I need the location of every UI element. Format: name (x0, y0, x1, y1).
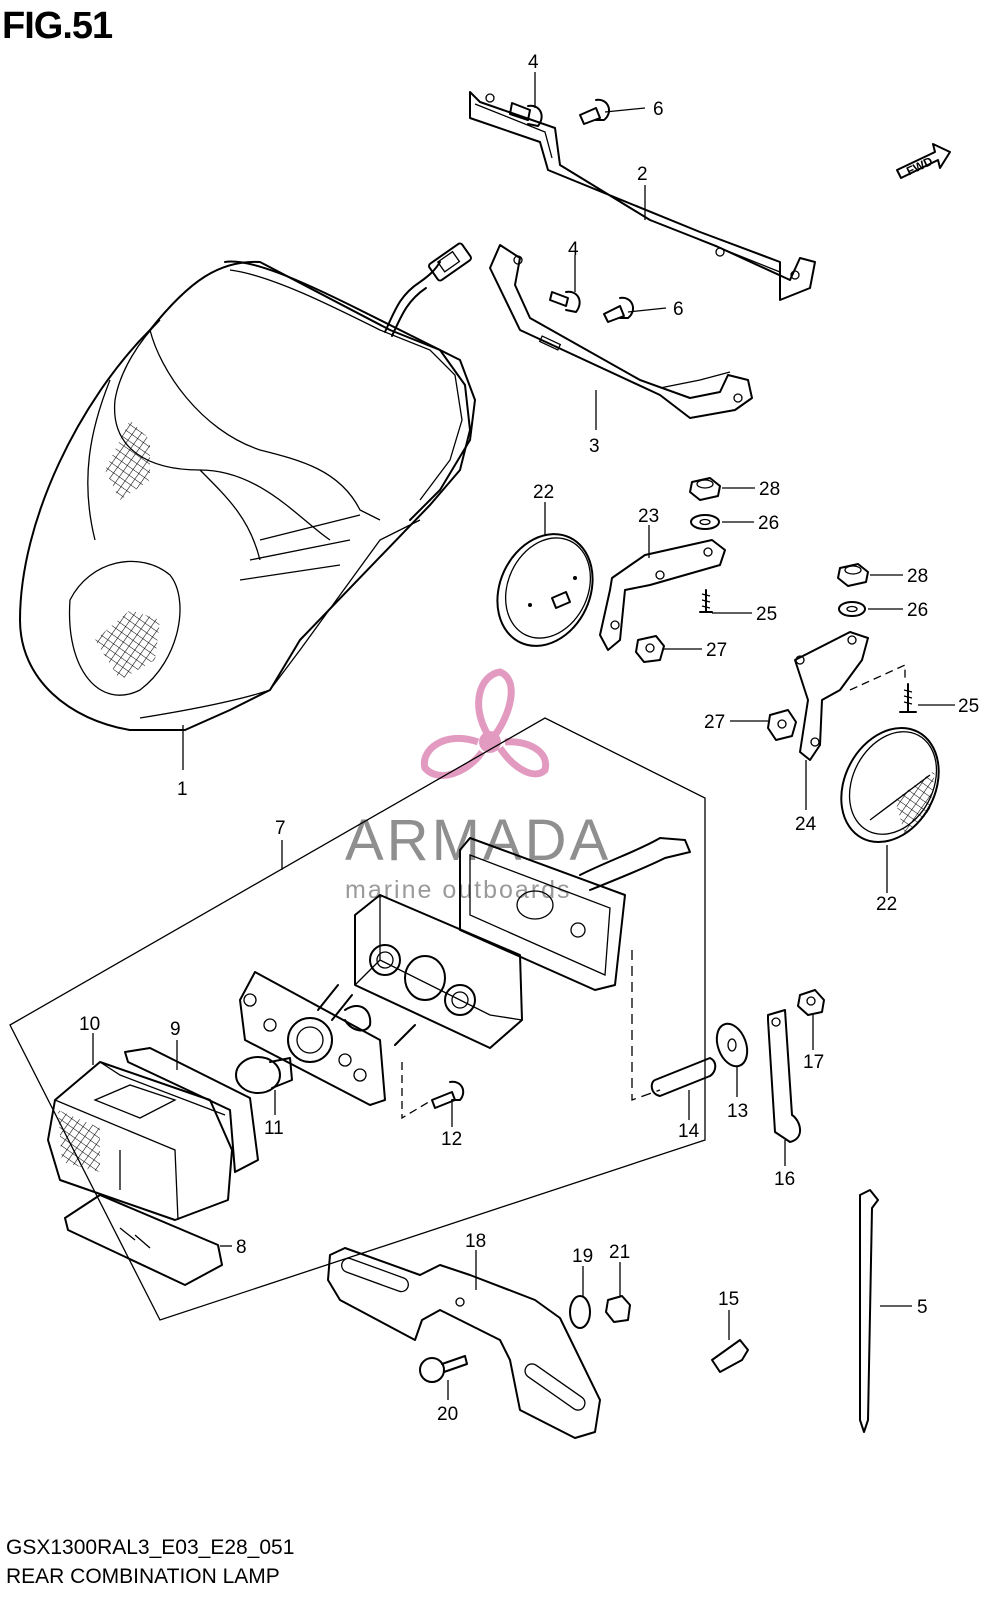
propeller-logo-icon (420, 668, 550, 779)
part-28-nut-right (837, 563, 869, 587)
callout-15: 15 (718, 1289, 739, 1310)
callout-10: 10 (79, 1014, 100, 1035)
callout-21: 21 (609, 1242, 630, 1263)
part-17-nut (797, 989, 825, 1016)
callout-numbers: 1 2 3 4 4 5 6 6 7 8 9 10 11 12 13 14 15 … (79, 52, 979, 1425)
callout-2: 2 (637, 164, 648, 185)
fwd-badge: FWD (896, 143, 951, 179)
part-2-bracket (469, 91, 816, 301)
part-3-bracket (489, 244, 753, 419)
callout-4-upper: 4 (528, 52, 539, 73)
part-26-washer-upper (690, 514, 720, 530)
callout-27-right: 27 (704, 712, 725, 733)
callout-6-upper: 6 (653, 99, 664, 120)
callout-9: 9 (170, 1019, 181, 1040)
part-27-nut-right (767, 709, 797, 741)
callout-8: 8 (236, 1237, 247, 1258)
callout-4-lower: 4 (568, 239, 579, 260)
callout-1: 1 (177, 779, 188, 800)
part-22-reflector-left (496, 533, 594, 647)
part-1-lamp-housing (19, 242, 476, 731)
leader-lines (92, 72, 955, 1400)
part-24-reflector-bracket (794, 631, 906, 761)
callout-16: 16 (774, 1169, 795, 1190)
callout-6-lower: 6 (673, 299, 684, 320)
callout-22-left: 22 (533, 482, 554, 503)
callout-27-upper: 27 (706, 640, 727, 661)
part-23-reflector-bracket (599, 539, 726, 651)
callout-28-upper: 28 (759, 479, 780, 500)
figure-title: FIG.51 (2, 5, 113, 47)
part-6-screw-upper (579, 98, 611, 125)
part-20-screw (419, 1355, 468, 1383)
watermark-tagline: marine outboards (345, 876, 572, 904)
part-19-washer (569, 1295, 591, 1329)
part-21-nut (605, 1295, 631, 1323)
part-14-spacer (631, 950, 717, 1101)
watermark: ARMADA marine outboards (345, 668, 608, 904)
callout-11: 11 (264, 1118, 284, 1139)
callout-18: 18 (465, 1231, 486, 1252)
callout-7: 7 (275, 818, 286, 839)
callout-13: 13 (727, 1101, 748, 1122)
callout-26-upper: 26 (758, 513, 779, 534)
callout-19: 19 (572, 1246, 593, 1267)
callout-24: 24 (795, 814, 817, 835)
callout-14: 14 (678, 1121, 700, 1142)
callout-25-right: 25 (958, 696, 979, 717)
part-13-washer (715, 1022, 749, 1068)
callout-25-upper: 25 (756, 604, 777, 625)
part-25-screw-upper (699, 589, 713, 613)
part-4-bolt-upper (509, 102, 543, 127)
callout-5: 5 (917, 1297, 928, 1318)
callout-22-right: 22 (876, 894, 897, 915)
callout-20: 20 (437, 1404, 458, 1425)
figure-code: GSX1300RAL3_E03_E28_051 (6, 1536, 295, 1559)
part-6-screw-lower (603, 296, 635, 323)
callout-17: 17 (803, 1052, 824, 1073)
part-15-clip (711, 1339, 749, 1373)
fwd-label: FWD (904, 154, 935, 178)
part-5-cable-tie (859, 1189, 879, 1433)
part-4-bolt-lower (549, 290, 581, 313)
part-16-clamp (767, 1009, 801, 1143)
part-22-reflector-right (840, 726, 940, 844)
part-25-screw-right (899, 683, 917, 713)
figure-name: REAR COMBINATION LAMP (6, 1565, 280, 1588)
part-28-nut-upper (689, 477, 721, 501)
part-27-nut-upper (635, 635, 665, 663)
part-26-washer-right (838, 601, 866, 617)
part-18-bracket (327, 1247, 601, 1439)
callout-23: 23 (638, 506, 659, 527)
callout-3: 3 (589, 436, 600, 457)
callout-12: 12 (441, 1129, 462, 1150)
callout-26-right: 26 (907, 600, 928, 621)
part-7-tail-lamp-assembly (9, 717, 706, 1321)
callout-28-right: 28 (907, 566, 928, 587)
